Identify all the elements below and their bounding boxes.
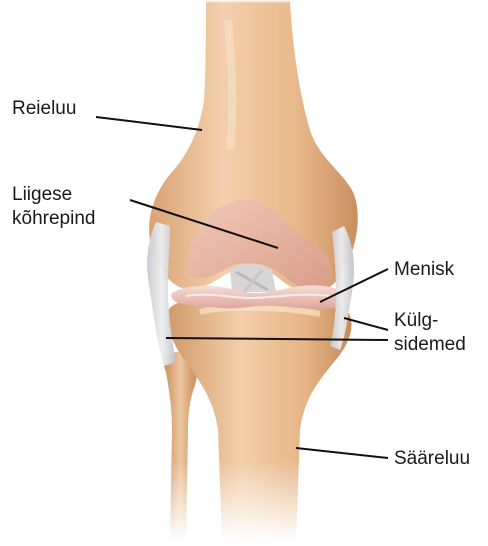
label-femur: Reieluu bbox=[12, 97, 76, 121]
label-articular-cartilage: Liigese kõhrepind bbox=[12, 183, 95, 231]
label-meniscus: Menisk bbox=[394, 258, 454, 282]
label-collateral-ligaments: Külg- sidemed bbox=[394, 309, 466, 357]
label-tibia: Sääreluu bbox=[394, 447, 470, 471]
